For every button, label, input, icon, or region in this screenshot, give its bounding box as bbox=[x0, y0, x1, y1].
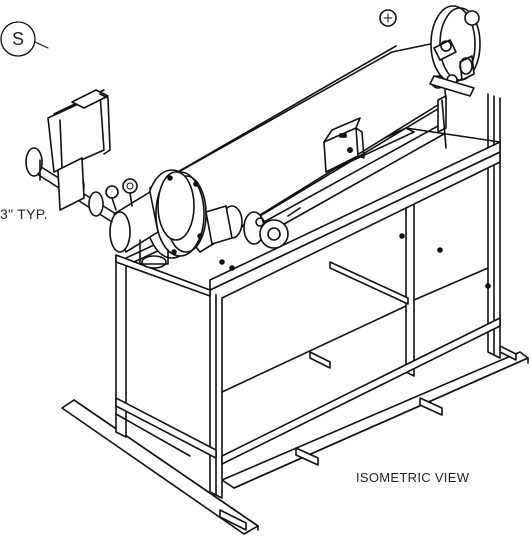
typical-dimension-note: 3" TYP. bbox=[0, 206, 48, 222]
front-bonnet bbox=[109, 169, 207, 269]
base-skid bbox=[61, 345, 529, 535]
lower-rails bbox=[115, 261, 501, 465]
frame-bolts bbox=[219, 233, 491, 289]
side-tube bbox=[205, 125, 445, 249]
upper-right-valves bbox=[429, 39, 475, 149]
junction-box bbox=[323, 117, 365, 173]
pressure-gauges bbox=[105, 74, 458, 211]
left-valve-assembly bbox=[25, 89, 117, 223]
view-title: ISOMETRIC VIEW bbox=[356, 470, 470, 485]
detail-bubble-letter: S bbox=[11, 29, 24, 49]
detail-bubble bbox=[0, 21, 49, 57]
